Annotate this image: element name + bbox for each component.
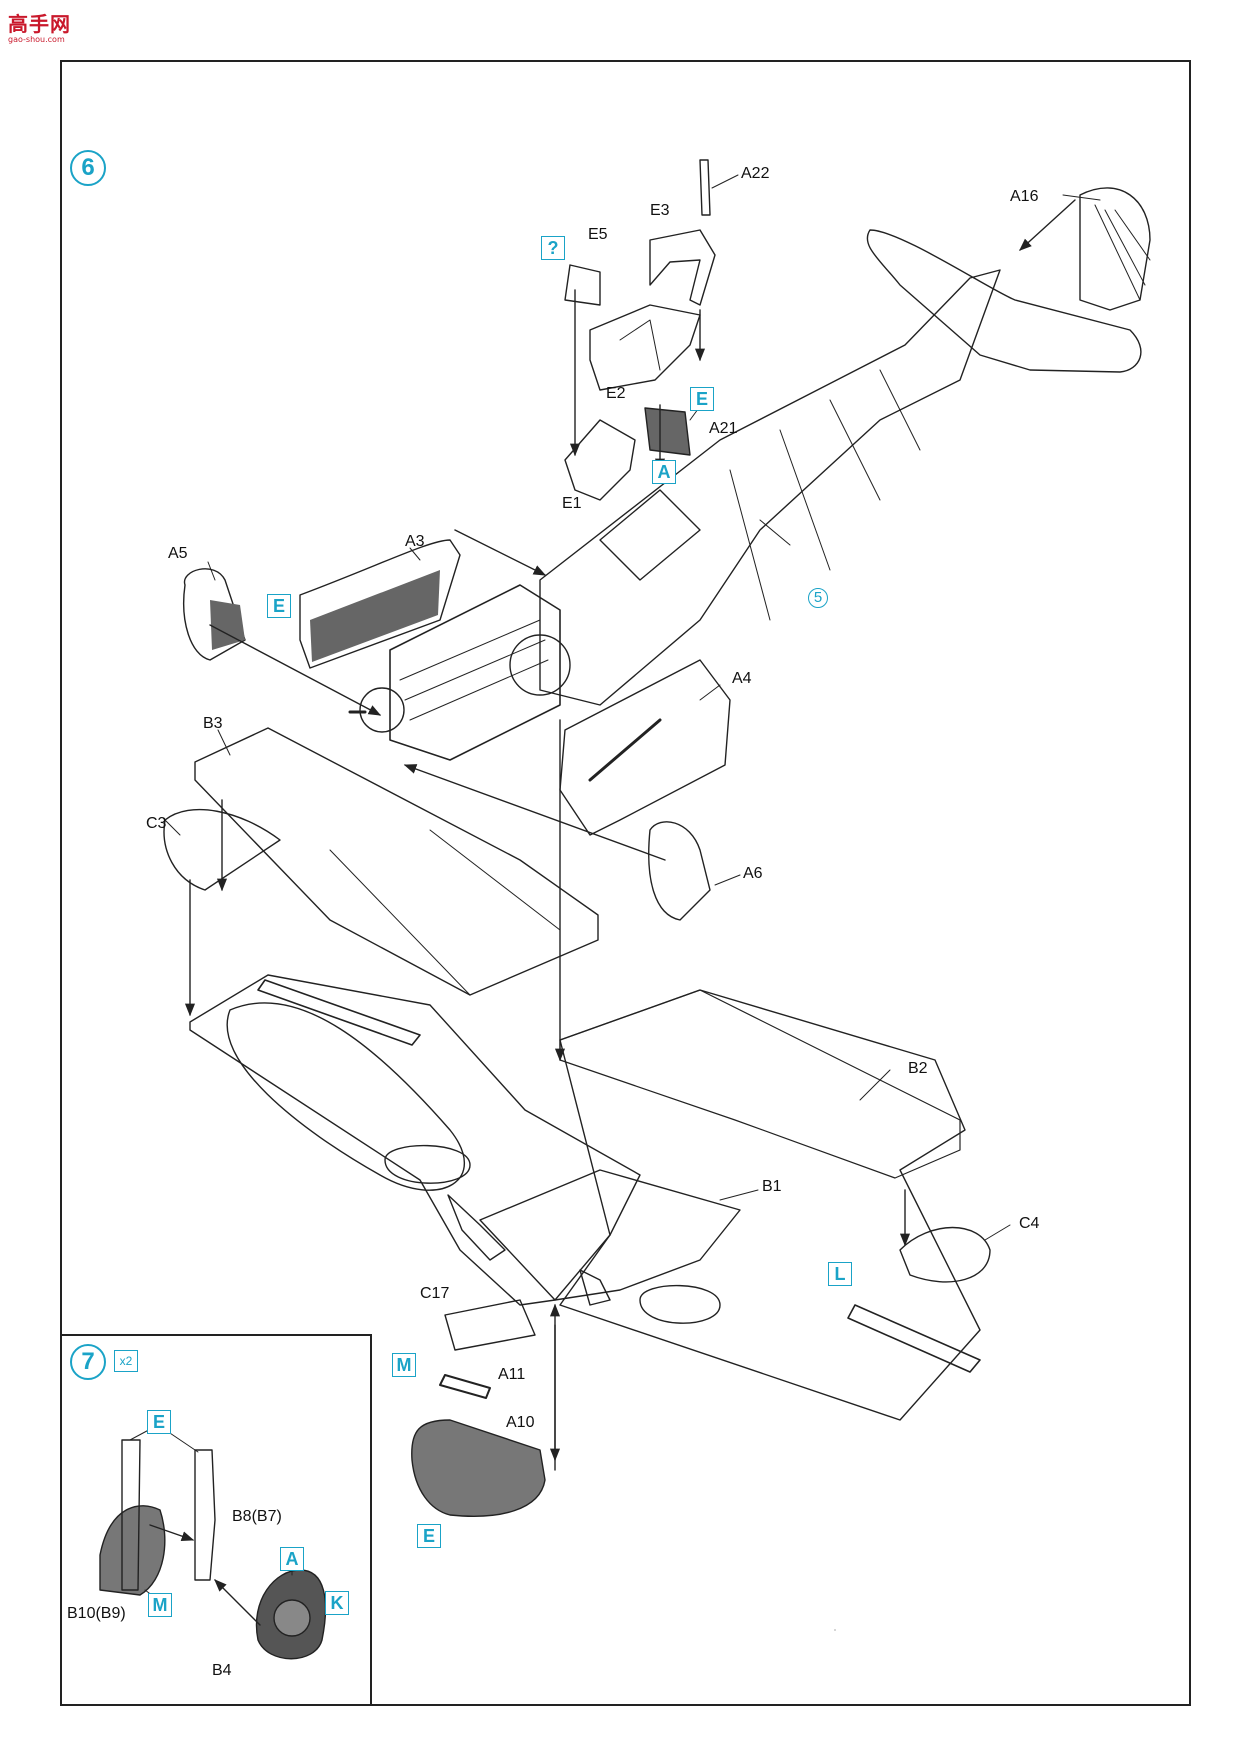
label-c3: C3	[146, 815, 167, 832]
engine	[389, 584, 561, 761]
wing-upper-left-b3	[194, 727, 599, 996]
label-a5: A5	[168, 545, 188, 562]
color-code-e-canopy: E	[690, 387, 714, 411]
label-c4: C4	[1019, 1215, 1040, 1232]
watermark-sub: gao-shou.com	[8, 35, 65, 44]
color-code-question: ?	[541, 236, 565, 260]
color-code-l-wing: L	[828, 1262, 852, 1286]
wing-upper-right-b2	[559, 989, 961, 1179]
canopy-e2	[589, 304, 701, 391]
label-e2: E2	[606, 385, 626, 402]
rudder-a16	[1079, 187, 1151, 311]
fuselage	[539, 269, 1001, 706]
gear-leg-right	[579, 1269, 611, 1306]
label-c17: C17	[420, 1285, 450, 1302]
gear-strut-b8	[194, 1449, 216, 1581]
label-a11: A11	[498, 1366, 526, 1383]
arrow-a5	[209, 624, 382, 716]
label-b10-b9: B10(B9)	[67, 1605, 126, 1622]
label-a21: A21	[709, 420, 738, 437]
step-number-7: 7	[70, 1344, 106, 1380]
color-code-m-gear: M	[148, 1593, 172, 1617]
label-b2: B2	[908, 1060, 928, 1077]
gear-door-b10	[99, 1505, 166, 1596]
color-code-e-cowl: E	[267, 594, 291, 618]
color-code-e-radiator: E	[417, 1524, 441, 1548]
slats-right	[847, 1304, 981, 1373]
armor-a21	[644, 407, 691, 456]
horizontal-stabilizer	[866, 229, 1142, 373]
wingtip-c3	[163, 808, 281, 891]
radiator-a10	[411, 1419, 546, 1517]
label-e5: E5	[588, 226, 608, 243]
canopy-e1	[564, 419, 636, 501]
wing-center-b1	[479, 1169, 741, 1301]
label-b4: B4	[212, 1662, 232, 1679]
wing-lower-left	[189, 974, 641, 1306]
arrow-a3	[454, 529, 547, 576]
arrow-a16	[1019, 199, 1076, 251]
label-a10: A10	[506, 1414, 535, 1431]
arrow-gear-door	[149, 1524, 195, 1542]
cowl-a3-shade	[310, 570, 440, 662]
label-a4: A4	[732, 670, 752, 687]
wheel-well-right	[639, 1284, 721, 1324]
label-a6: A6	[743, 865, 763, 882]
arrow-a6	[403, 764, 666, 861]
label-a22: A22	[741, 165, 770, 182]
antenna-a22	[699, 159, 711, 216]
canopy-e5	[564, 264, 601, 306]
cowl-a3	[299, 539, 461, 669]
label-e3: E3	[650, 202, 670, 219]
wheel-well-left	[384, 1144, 471, 1184]
gear-leg-left	[447, 1194, 506, 1261]
watermark-main: 高手网	[8, 12, 71, 36]
wing-ellipse-panel	[226, 1002, 465, 1191]
inset-multiplier: x2	[114, 1350, 138, 1372]
color-code-a-canopy: A	[652, 460, 676, 484]
nose-a5-shade	[210, 600, 245, 650]
color-code-k-wheel: K	[325, 1591, 349, 1615]
cockpit-opening	[599, 489, 701, 581]
label-a3: A3	[405, 533, 425, 550]
canopy-e3	[649, 229, 716, 306]
landing-gear-inset	[60, 1334, 372, 1706]
engine-prop-hub	[359, 687, 405, 733]
label-b8-b7: B8(B7)	[232, 1508, 282, 1525]
radiator-c17	[444, 1299, 536, 1351]
cowl-a4	[559, 659, 731, 836]
slats-left	[257, 979, 421, 1046]
radiator-a11	[439, 1374, 491, 1399]
label-e1: E1	[562, 495, 582, 512]
color-code-a-wheel: A	[280, 1547, 304, 1571]
label-b1: B1	[762, 1178, 782, 1195]
watermark-logo: 高手网 gao-shou.com	[8, 8, 71, 44]
label-b3: B3	[203, 715, 223, 732]
arrow-wheel	[214, 1579, 261, 1626]
wing-lower-right	[559, 989, 981, 1421]
color-code-m-radiator: M	[392, 1353, 416, 1377]
nose-a6	[648, 821, 711, 921]
instruction-frame	[60, 60, 1191, 1706]
reference-step-5: 5	[808, 588, 828, 608]
label-a16: A16	[1010, 188, 1039, 205]
nose-a5	[183, 568, 246, 661]
wingtip-c4	[899, 1226, 991, 1283]
color-code-e-gear: E	[147, 1410, 171, 1434]
step-number-6: 6	[70, 150, 106, 186]
